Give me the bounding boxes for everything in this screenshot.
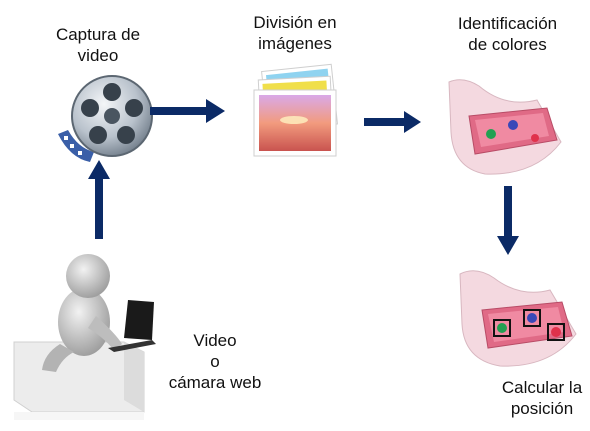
step-colors-label: Identificación de colores (457, 14, 558, 54)
arrow-colors-to-position (497, 186, 519, 255)
position-tracking-icon (456, 262, 580, 379)
film-reel-icon (50, 72, 160, 173)
arrow-division-to-colors (364, 111, 421, 133)
person-laptop-icon (4, 244, 204, 429)
arrow-source-to-capture (88, 160, 110, 239)
arrow-capture-to-division (150, 99, 225, 123)
green-dot (486, 129, 496, 139)
step-source-label: Video o cámara web (168, 331, 262, 392)
blue-box (523, 309, 541, 327)
step-capture-label: Captura de video (55, 25, 141, 65)
image-stack-icon (242, 62, 354, 167)
green-box (493, 319, 511, 337)
step-position-label: Calcular la posición (501, 378, 583, 418)
blue-dot (508, 120, 518, 130)
red-dot (531, 134, 539, 142)
color-detection-icon (445, 72, 565, 185)
red-box (547, 323, 565, 341)
step-division-label: División en imágenes (253, 13, 337, 53)
